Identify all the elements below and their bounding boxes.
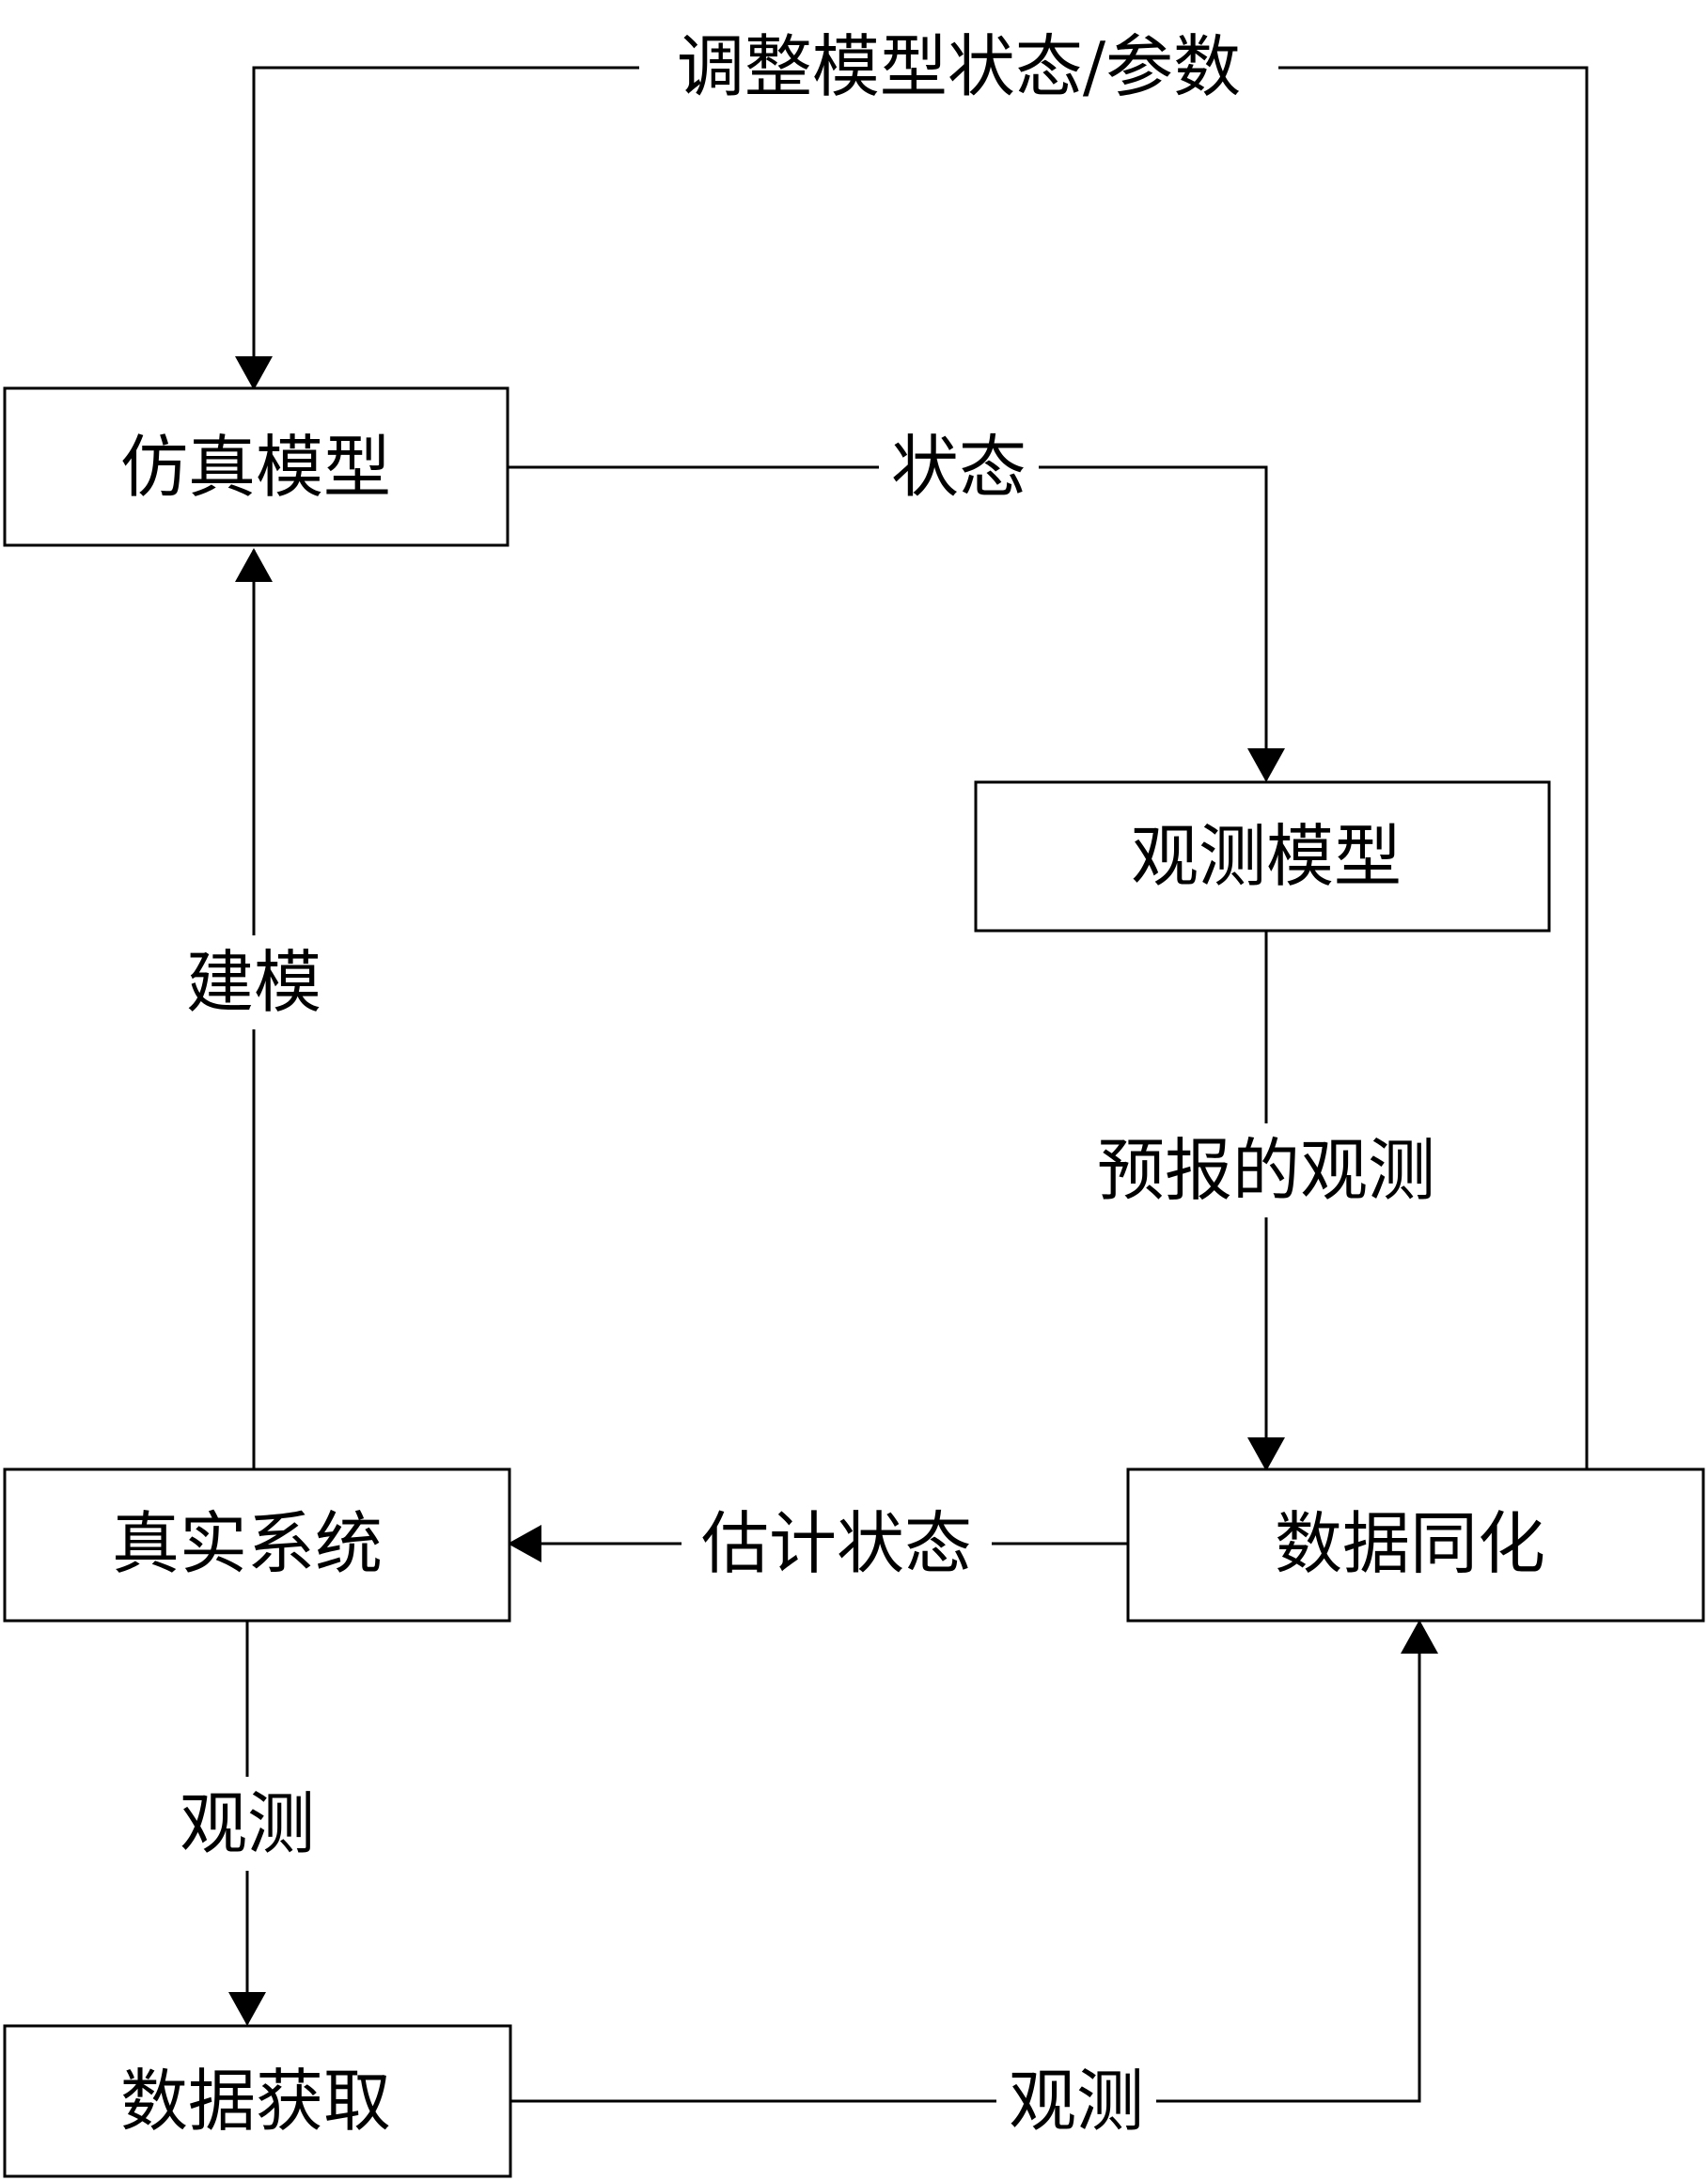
node-observation-model-label: 观测模型 — [1131, 817, 1402, 896]
edge-label-adjust-state-params: 调整模型状态/参数 — [677, 27, 1241, 106]
node-data-acquisition-box — [3, 2024, 512, 2178]
edge-observation-bottom: 观测 — [510, 1620, 1438, 2146]
node-data-assimilation-box — [1126, 1467, 1705, 1623]
node-data-assimilation: 数据同化 — [1126, 1467, 1705, 1623]
edge-adjust-line — [235, 66, 1589, 1469]
edge-estimated-state: 估计状态 — [508, 1499, 1128, 1589]
node-observation-model-box — [974, 780, 1551, 933]
edge-label-estimated-state: 估计状态 — [701, 1504, 972, 1583]
node-data-acquisition: 数据获取 — [3, 2024, 512, 2178]
edge-adjust-state-params: 调整模型状态/参数 — [235, 21, 1589, 1469]
edge-forecast-observation: 预报的观测 — [1081, 931, 1452, 1471]
edge-state-label-bg — [879, 423, 1039, 512]
edge-adjust-label-bg — [639, 21, 1278, 115]
edge-label-forecast-observation: 预报的观测 — [1097, 1131, 1435, 1210]
node-simulation-model-label: 仿真模型 — [120, 428, 391, 507]
edge-observation-bottom-label-bg — [996, 2057, 1156, 2146]
node-real-system-box — [3, 1467, 511, 1623]
node-simulation-model-box — [3, 386, 509, 547]
node-simulation-model: 仿真模型 — [3, 386, 509, 547]
edge-label-observation-down: 观测 — [180, 1784, 315, 1863]
edge-observation-down-label-bg — [169, 1777, 329, 1871]
edge-observation-down: 观测 — [169, 1621, 329, 2026]
node-real-system-label: 真实系统 — [112, 1504, 383, 1583]
edge-label-observation-bottom: 观测 — [1009, 2062, 1144, 2141]
edge-forecast-label-bg — [1081, 1123, 1452, 1217]
edge-estimated-label-bg — [682, 1499, 992, 1589]
node-data-acquisition-label: 数据获取 — [120, 2062, 391, 2141]
edge-observation-bottom-line — [510, 1620, 1438, 2103]
edge-label-state: 状态 — [891, 428, 1026, 507]
edge-modeling: 建模 — [169, 548, 338, 1469]
edge-modeling-label-bg — [169, 935, 338, 1029]
node-real-system: 真实系统 — [3, 1467, 511, 1623]
edge-state-line — [508, 465, 1285, 782]
edge-label-modeling: 建模 — [186, 943, 321, 1022]
node-observation-model: 观测模型 — [974, 780, 1551, 933]
edge-state: 状态 — [508, 423, 1285, 782]
node-data-assimilation-label: 数据同化 — [1275, 1504, 1545, 1583]
